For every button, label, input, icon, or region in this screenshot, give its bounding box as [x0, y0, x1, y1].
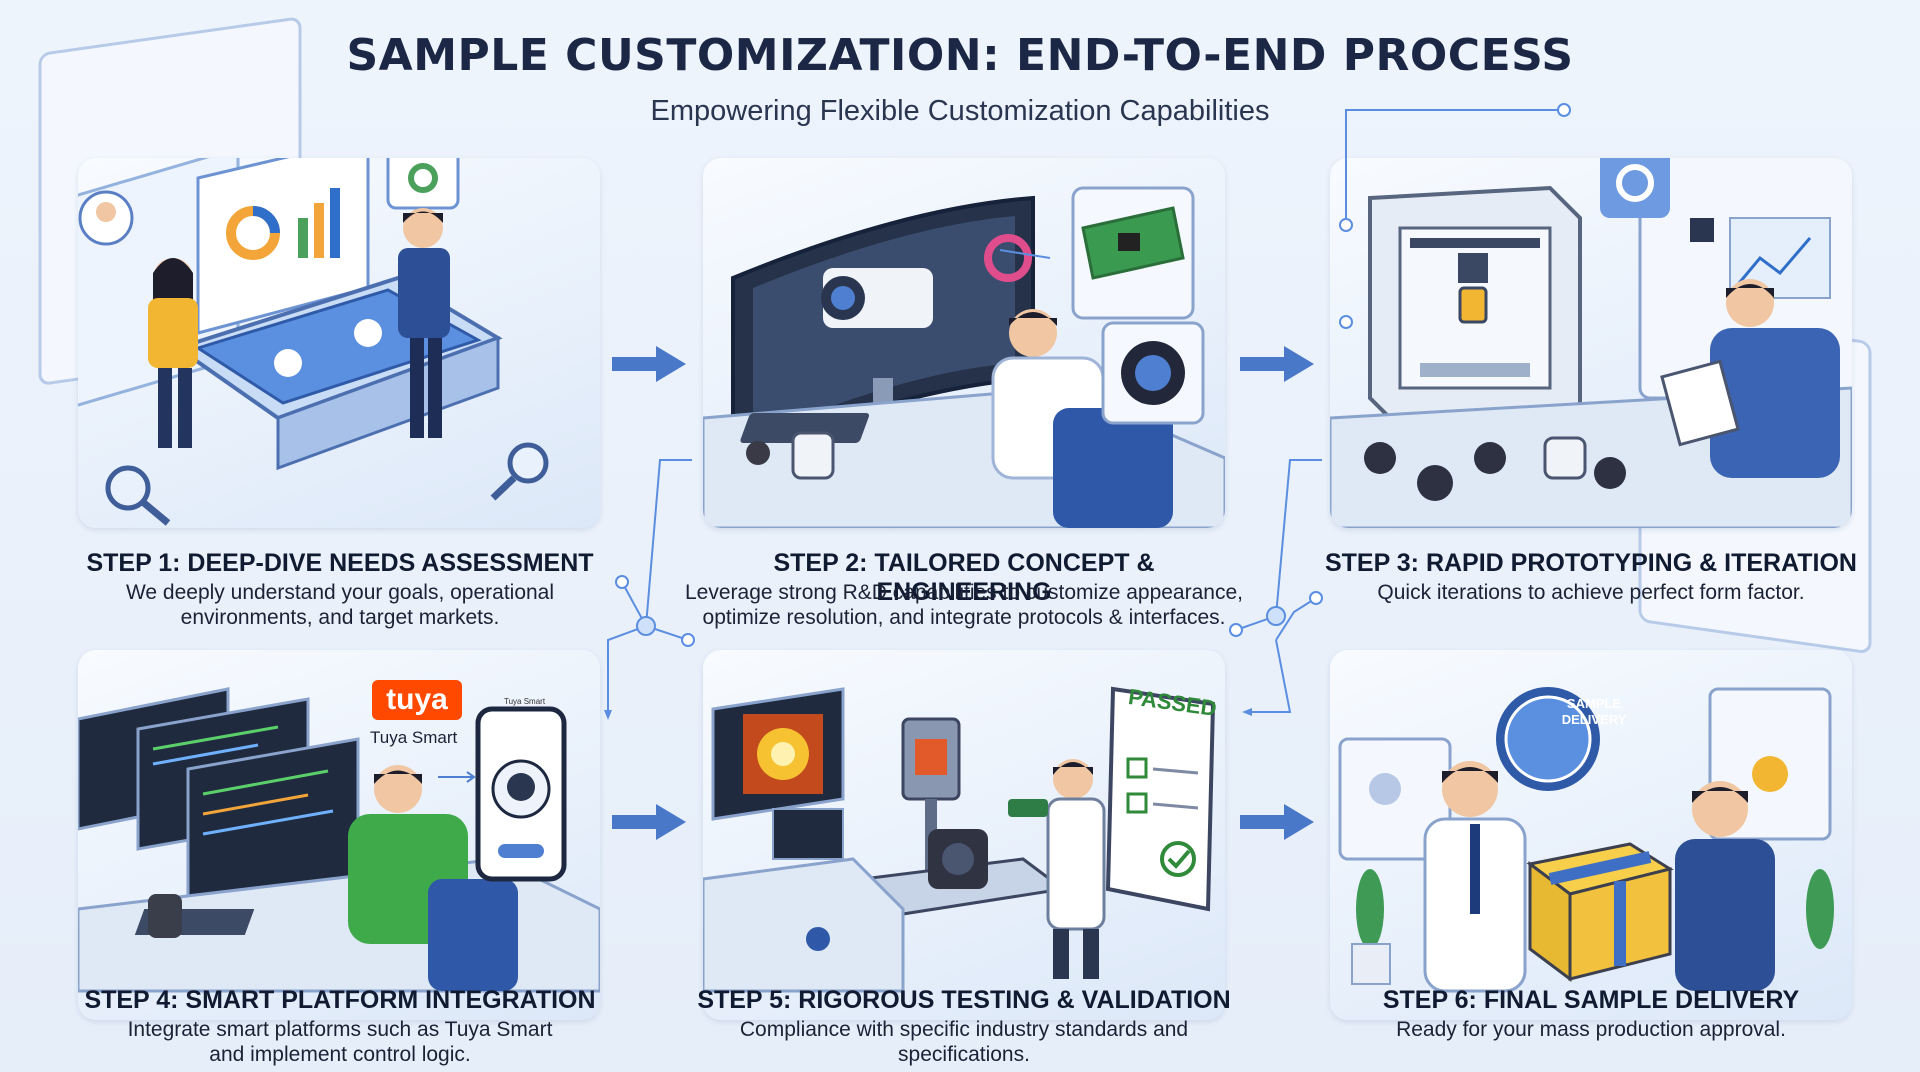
step-1-desc-line-1: We deeply understand your goals, operati…: [125, 581, 555, 604]
arrow-step2-to-step3: [1240, 346, 1314, 382]
step-3-desc-line-1: Quick iterations to achieve perfect form…: [1377, 581, 1805, 604]
step-1-title: STEP 1: DEEP-DIVE NEEDS ASSESSMENT: [86, 549, 594, 577]
sample-delivery-badge: SAMPLE DELIVERY: [1548, 696, 1640, 728]
step-5-title: STEP 5: RIGOROUS TESTING & VALIDATION: [697, 986, 1231, 1014]
tuya-label: Tuya Smart: [370, 728, 458, 747]
arrow-step1-to-step2: [612, 346, 686, 382]
tuya-logo: tuya: [372, 680, 462, 720]
step-5-desc-line-1: Compliance with specific industry standa…: [739, 1018, 1189, 1066]
step-5-illustration: [703, 650, 1225, 1020]
step-2-title: STEP 2: TAILORED CONCEPT & ENGINEERING: [773, 549, 1155, 606]
badge-line-1: SAMPLE: [1566, 696, 1622, 711]
step-6-desc-line-1: Ready for your mass production approval.: [1396, 1018, 1786, 1041]
step-6-description: Ready for your mass production approval.: [1311, 1017, 1871, 1042]
step-6-illustration: [1330, 650, 1852, 1020]
phone-header-label: Tuya Smart: [504, 697, 546, 706]
badge-line-2: DELIVERY: [1561, 712, 1627, 727]
step-4-illustration: [78, 650, 600, 1020]
step-5-description: Compliance with specific industry standa…: [684, 1017, 1244, 1067]
step-4-desc-line-1: Integrate smart platforms such as Tuya S…: [127, 1018, 553, 1041]
page-title: SAMPLE CUSTOMIZATION: END-TO-END PROCESS: [346, 30, 1574, 81]
step-3-description: Quick iterations to achieve perfect form…: [1311, 580, 1871, 605]
step-3-title: STEP 3: RAPID PROTOTYPING & ITERATION: [1324, 549, 1857, 577]
step-2-desc-line-2: optimize resolution, and integrate proto…: [702, 606, 1226, 629]
step-6-title: STEP 6: FINAL SAMPLE DELIVERY: [1382, 986, 1800, 1014]
step-2-illustration: [703, 158, 1225, 528]
page-subtitle: Empowering Flexible Customization Capabi…: [650, 95, 1270, 127]
step-4-description: Integrate smart platforms such as Tuya S…: [60, 1017, 620, 1067]
step-4-title: STEP 4: SMART PLATFORM INTEGRATION: [84, 986, 596, 1014]
step-2-description: Leverage strong R&D capabilities to cust…: [684, 580, 1244, 630]
arrow-step5-to-step6: [1240, 804, 1314, 840]
arrow-step4-to-step5: [612, 804, 686, 840]
step-1-description: We deeply understand your goals, operati…: [60, 580, 620, 630]
step-1-desc-line-2: environments, and target markets.: [180, 606, 500, 629]
step-4-desc-line-2: and implement control logic.: [209, 1043, 471, 1066]
step-3-illustration: [1330, 158, 1852, 528]
header: SAMPLE CUSTOMIZATION: END-TO-END PROCESS…: [0, 30, 1920, 128]
step-1-illustration: [78, 158, 600, 528]
step-2-desc-line-1: Leverage strong R&D capabilities to cust…: [685, 581, 1243, 604]
